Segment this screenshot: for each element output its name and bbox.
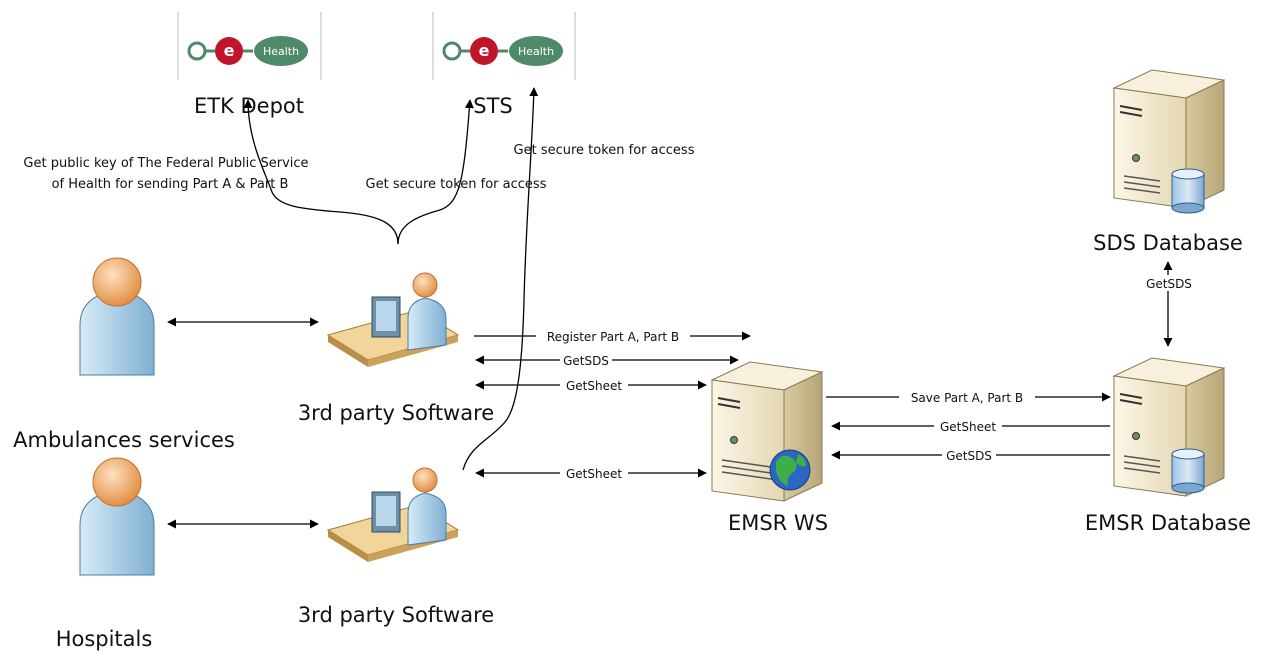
edge-etk-curve [243,99,399,245]
edge-label-getsds-db: GetSDS [946,449,992,463]
logo-health-word: Health [518,45,554,58]
edge-label-etk-1: Get public key of The Federal Public Ser… [23,156,308,171]
logo-e-letter: e [479,41,490,60]
logo-health-word: Health [263,45,299,58]
etk-depot-logo: e Health [177,12,322,80]
ambulances-label: Ambulances services [13,428,235,452]
edge-label-register: Register Part A, Part B [547,330,679,344]
sds-database-label: SDS Database [1093,231,1243,255]
software-bottom-label: 3rd party Software [298,603,494,627]
edge-label-getsheet-bottom: GetSheet [566,467,622,481]
person-hospitals-icon [79,457,155,576]
edge-label-sts-top: Get secure token for access [514,143,695,158]
edge-label-sts-bottom: Get secure token for access [366,177,547,192]
edge-sts-curve [397,99,474,245]
sts-label: STS [473,94,513,118]
edge-label-save: Save Part A, Part B [911,391,1023,405]
edge-sts-long [462,87,539,471]
logo-e-letter: e [224,41,235,60]
edge-label-getsds-top: GetSDS [563,354,609,368]
emsr-database-label: EMSR Database [1085,511,1251,535]
workstation-bottom-icon [326,467,460,562]
sts-logo: e Health [432,12,576,80]
sds-database-server-icon [1112,69,1226,214]
hospitals-label: Hospitals [56,627,153,651]
emsr-ws-label: EMSR WS [728,511,828,535]
person-ambulances-icon [79,257,155,376]
software-top-label: 3rd party Software [298,401,494,425]
edge-label-getsheet-db: GetSheet [940,420,996,434]
edge-label-etk-2: of Health for sending Part A & Part B [52,177,289,192]
edge-label-getsds-vertical: GetSDS [1146,277,1192,291]
edge-label-getsheet-top: GetSheet [566,379,622,393]
workstation-top-icon [326,272,460,367]
emsr-ws-server-icon [710,361,824,502]
emsr-database-server-icon [1112,357,1226,497]
